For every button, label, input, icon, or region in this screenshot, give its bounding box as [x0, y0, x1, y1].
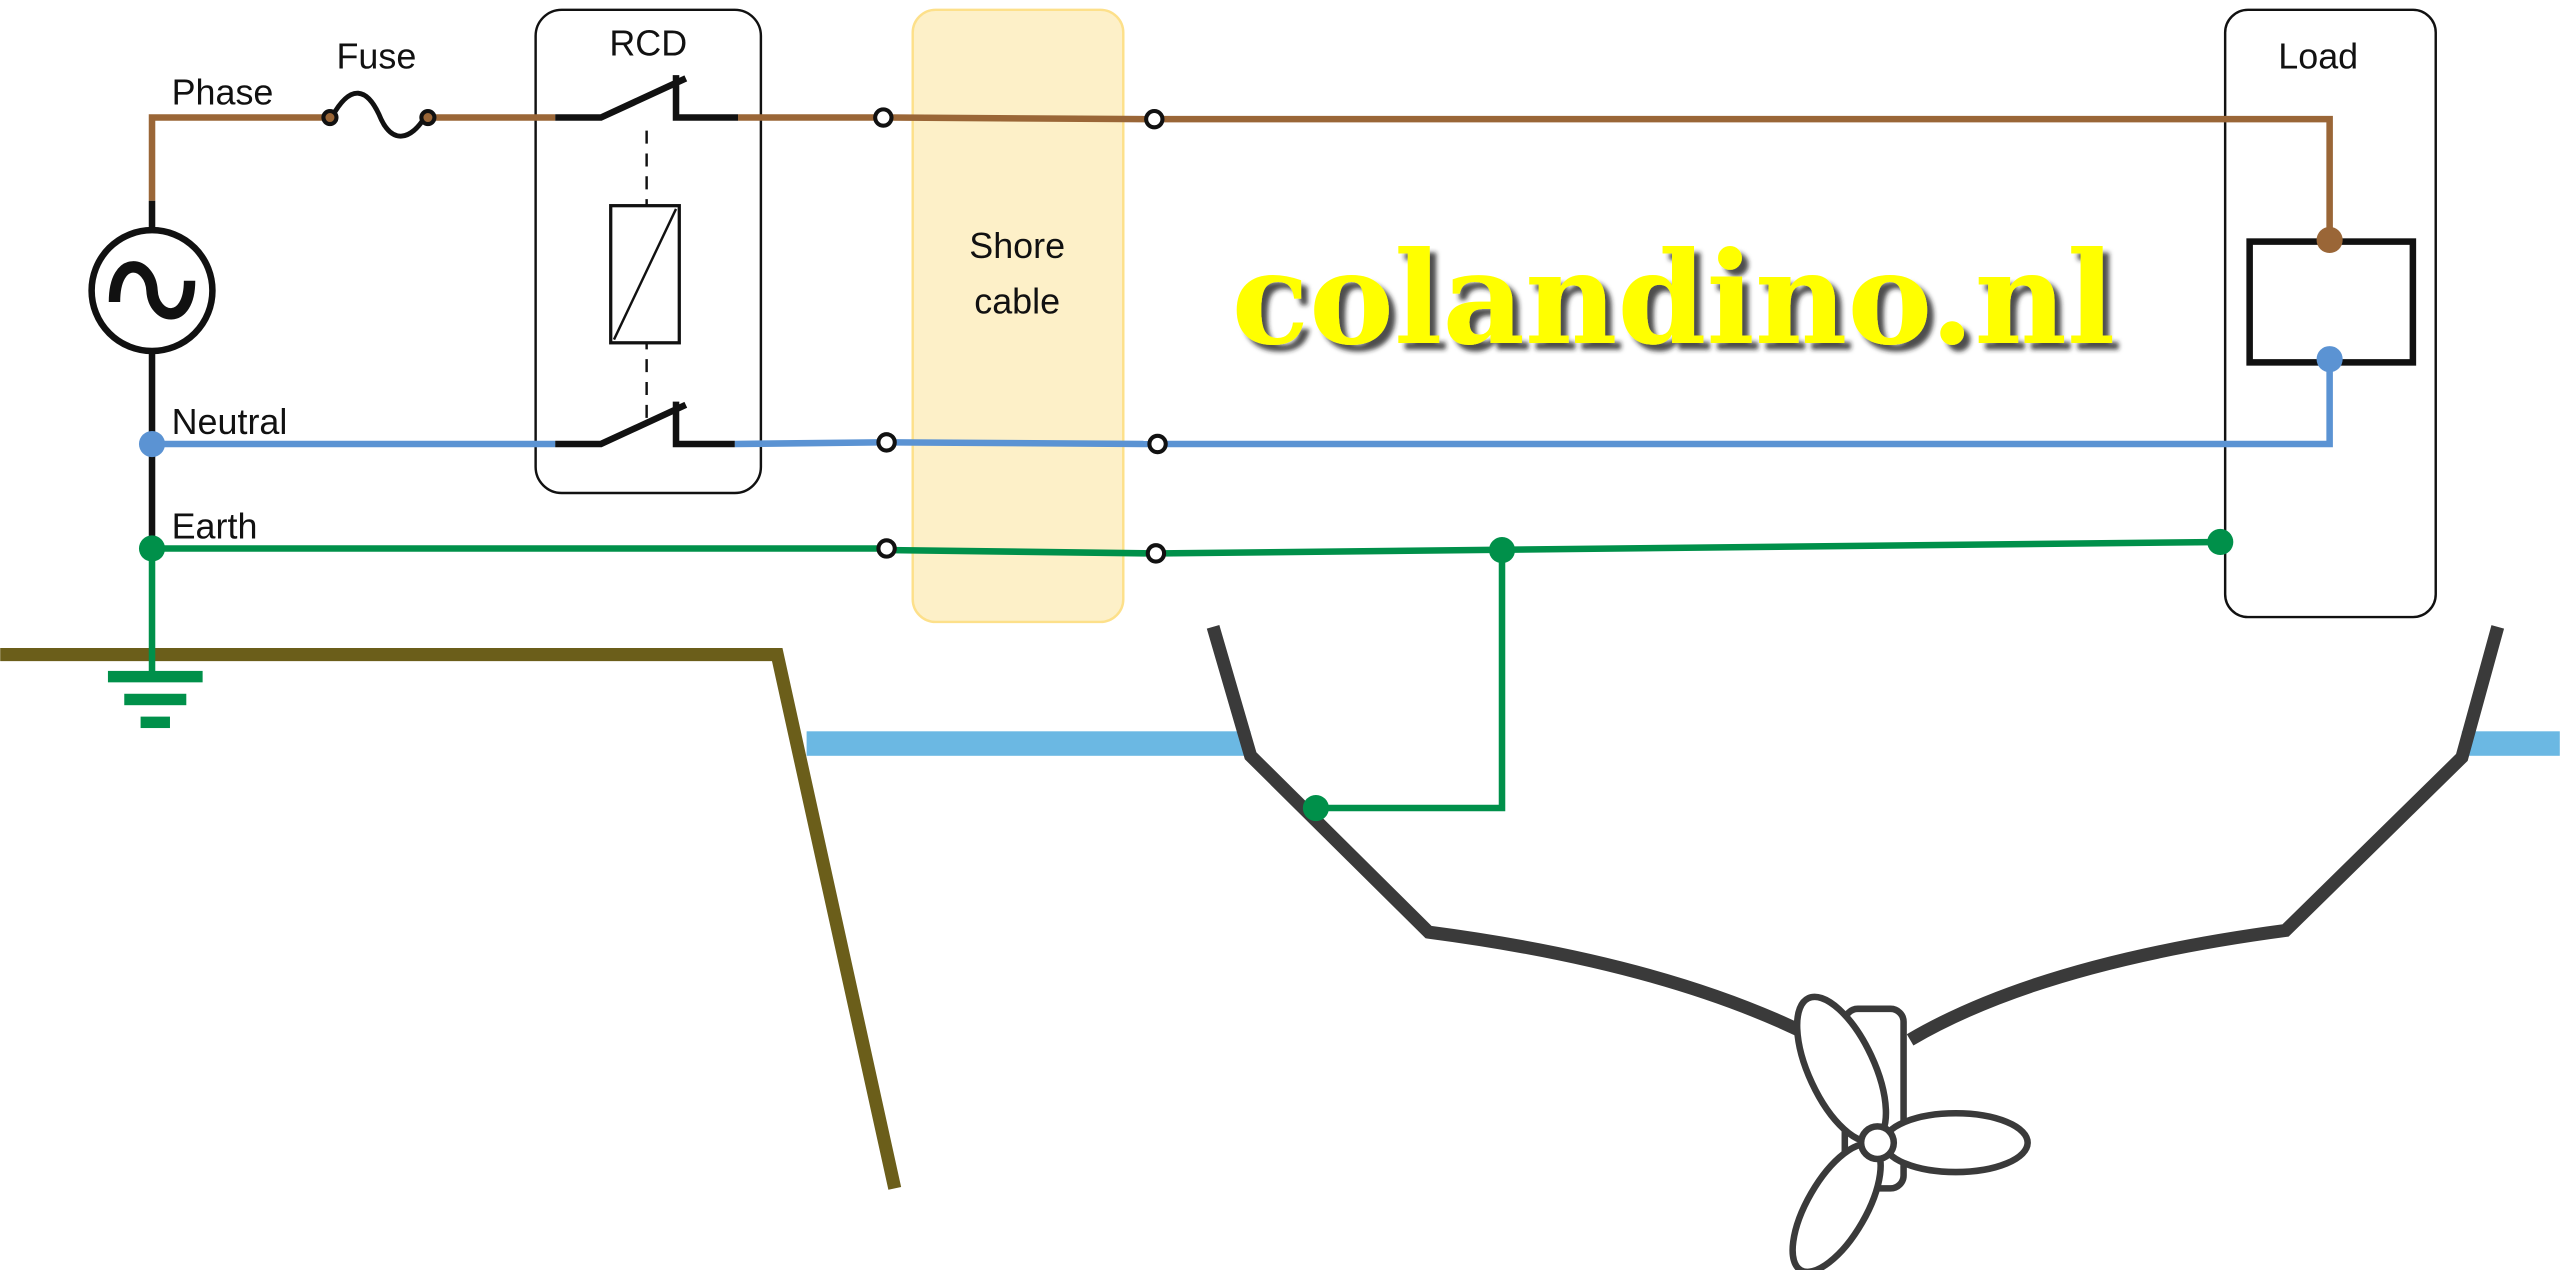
rcd-box: [534, 8, 763, 495]
propeller-icon: [1789, 993, 2031, 1270]
rcd-phase-switch: [555, 75, 739, 121]
earth-wire: [148, 538, 2221, 812]
boat-hull: [1206, 625, 2505, 1046]
ground-symbol-icon: [107, 670, 203, 729]
neutral-label: Neutral: [172, 401, 288, 442]
rcd-label: RCD: [609, 23, 687, 64]
fuse-label: Fuse: [336, 36, 416, 77]
earth-node-boat: [1488, 537, 1516, 564]
earth-node-load: [2207, 528, 2234, 556]
load-box: [2223, 8, 2437, 619]
water-left: [806, 731, 1251, 756]
earth-label: Earth: [172, 506, 258, 547]
load-neutral-terminal: [2316, 346, 2343, 373]
quay-ground: [0, 648, 902, 1190]
rcd-coil-diagonal: [612, 208, 678, 341]
neutral-wire: [152, 359, 2333, 448]
load-element: [2246, 238, 2417, 366]
shore-cable-connectors: [873, 107, 1168, 564]
load-phase-terminal: [2316, 226, 2343, 254]
earth-node-hull: [1302, 794, 1329, 822]
fuse-icon: [321, 90, 437, 139]
earth-node: [138, 535, 166, 562]
neutral-node: [138, 430, 166, 458]
watermark: colandino.nl: [1232, 224, 2116, 374]
shore-cable-band: [911, 8, 1125, 624]
phase-wire: [148, 114, 2333, 240]
phase-label: Phase: [172, 71, 274, 112]
shore-cable-label-1: Shore: [969, 225, 1065, 266]
ac-source-icon: [88, 226, 216, 355]
load-label: Load: [2278, 36, 2358, 77]
water-right: [2461, 731, 2560, 756]
shore-cable-label-2: cable: [974, 280, 1060, 321]
rcd-neutral-switch: [555, 401, 735, 448]
